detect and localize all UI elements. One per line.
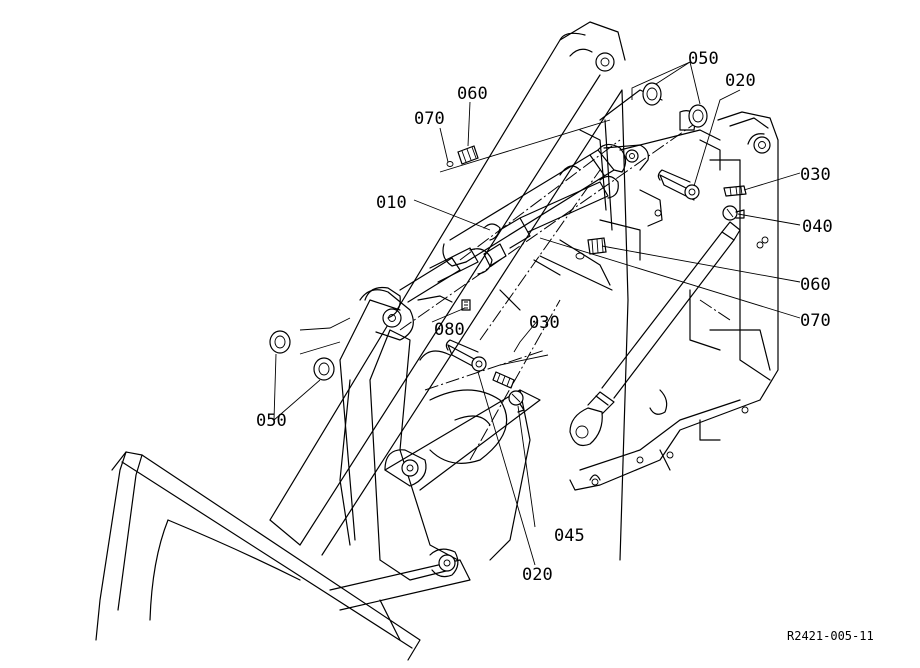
pin-020-lower — [445, 339, 487, 372]
lower-cylinder-drawing — [569, 221, 741, 447]
bolt-045 — [508, 390, 525, 413]
callout-070-upper: 070 — [414, 109, 445, 129]
callout-010: 010 — [376, 193, 407, 213]
callout-070-lower: 070 — [800, 311, 831, 331]
callout-020-upper: 020 — [725, 71, 756, 91]
oring-070-left — [446, 161, 454, 167]
fitting-080 — [417, 295, 471, 311]
leader-lines — [273, 61, 801, 566]
callout-060-lower: 060 — [800, 275, 831, 295]
callout-030-lower: 030 — [529, 313, 560, 333]
callout-labels: 050 020 060 070 030 010 040 060 070 080 … — [256, 49, 833, 585]
mount-bracket-drawing — [569, 111, 779, 491]
reference-code: R2421-005-11 — [787, 629, 874, 643]
pin-020-upper — [657, 169, 700, 201]
callout-020-lower: 020 — [522, 565, 553, 585]
callout-050-upper: 050 — [688, 49, 719, 69]
callout-030-upper: 030 — [800, 165, 831, 185]
bolt-040 — [722, 205, 745, 221]
oring-070-right — [575, 252, 585, 260]
callout-060-upper: 060 — [457, 84, 488, 104]
washers-050-lower — [269, 330, 335, 381]
grease-nipple-060-right — [587, 237, 607, 255]
linkage-frame-drawing — [339, 119, 701, 581]
callout-050-lower: 050 — [256, 411, 287, 431]
callout-080: 080 — [434, 320, 465, 340]
callout-040: 040 — [802, 217, 833, 237]
grease-nipple-060-left — [457, 145, 479, 165]
fitting-030-upper — [723, 185, 747, 197]
fitting-030-lower — [492, 371, 515, 389]
bucket-drawing — [95, 451, 471, 661]
callout-045: 045 — [554, 526, 585, 546]
washers-050-upper — [642, 82, 708, 128]
